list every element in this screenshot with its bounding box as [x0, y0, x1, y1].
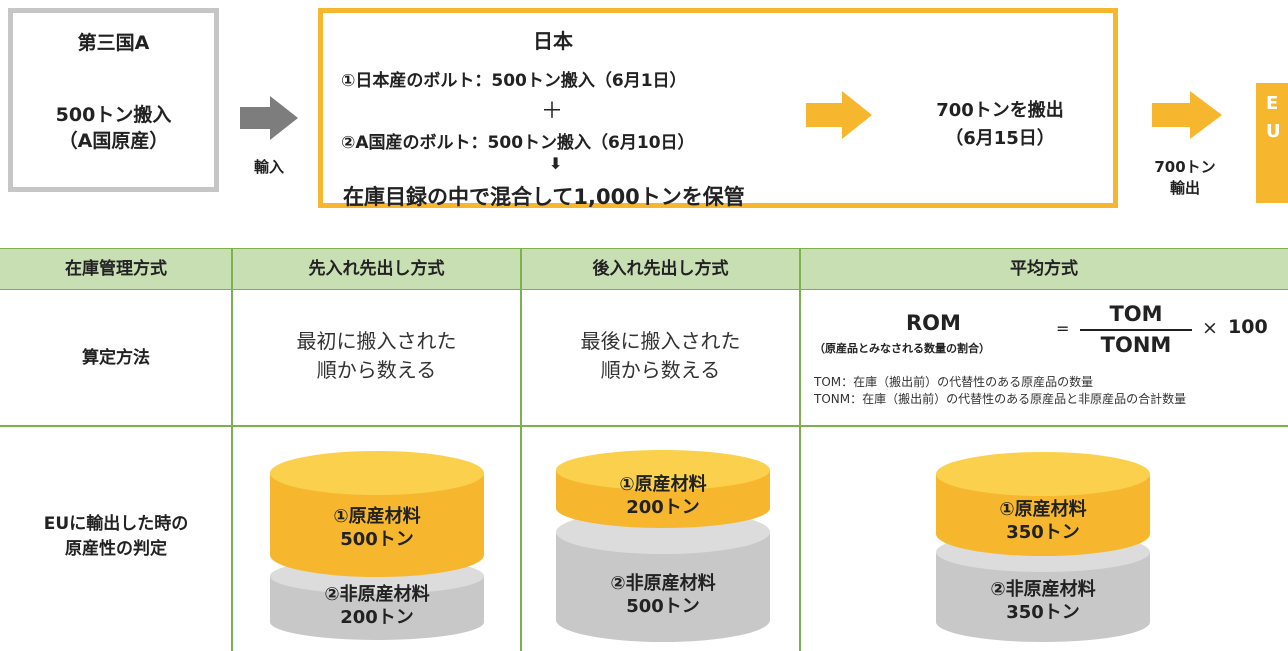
- average-originating-name: ①原産材料: [999, 499, 1087, 520]
- grid-line-col-3: [799, 248, 801, 651]
- eu-box: E U: [1256, 83, 1288, 203]
- grid-line-col-1: [231, 248, 233, 651]
- formula-note-tom: TOM：在庫（搬出前）の代替性のある原産品の数量: [814, 375, 1094, 389]
- japan-line-2: ②A国産のボルト：500トン搬入（6月10日）: [341, 133, 695, 153]
- third-country-box: 第三国A 500トン搬入 （A国原産）: [8, 8, 219, 192]
- header-average: 平均方式: [1010, 259, 1078, 279]
- lifo-originating-name: ①原産材料: [619, 474, 707, 495]
- import-arrow-icon: [240, 96, 298, 140]
- fifo-originating-amount: 500トン: [340, 529, 414, 551]
- japan-line-1: ①日本産のボルト：500トン搬入（6月1日）: [341, 71, 687, 91]
- formula-fraction-bar: [1080, 329, 1192, 331]
- export-arrow-icon: [1152, 91, 1222, 139]
- average-originating-cylinder: [936, 452, 1150, 556]
- lifo-non-originating-label: ②非原産材料 500トン: [556, 572, 770, 619]
- fifo-non-originating-label: ②非原産材料 200トン: [270, 583, 484, 630]
- fifo-method-line-1: 最初に搬入された: [296, 329, 457, 353]
- formula-rom: ROM: [906, 311, 961, 335]
- down-arrow-icon: ⬇: [549, 154, 563, 173]
- japan-title: 日本: [533, 29, 573, 53]
- row-label-result-line-2: 原産性の判定: [65, 538, 167, 559]
- formula-equals: =: [1056, 319, 1070, 338]
- eu-letter-u: U: [1266, 121, 1281, 142]
- japan-mixed-storage: 在庫目録の中で混合して1,000トンを保管: [343, 185, 745, 209]
- table-header-row: 在庫管理方式 先入れ先出し方式 後入れ先出し方式 平均方式: [0, 248, 1288, 290]
- japan-out-amount: 700トンを搬出: [936, 100, 1064, 121]
- plus-sign: ＋: [541, 99, 564, 124]
- header-fifo: 先入れ先出し方式: [308, 259, 445, 279]
- lifo-method-line-2: 順から数える: [600, 358, 721, 382]
- lifo-originating-label: ①原産材料 200トン: [556, 473, 770, 520]
- average-non-originating-label: ②非原産材料 350トン: [936, 578, 1150, 625]
- average-non-originating-amount: 350トン: [1006, 602, 1080, 624]
- fifo-method-line-2: 順から数える: [316, 358, 437, 382]
- fifo-method: 最初に搬入された 順から数える: [232, 327, 521, 385]
- average-originating-label: ①原産材料 350トン: [936, 498, 1150, 545]
- average-non-originating-name: ②非原産材料: [990, 579, 1096, 600]
- export-amount: 700トン: [1154, 158, 1216, 176]
- fifo-originating-name: ①原産材料: [333, 506, 421, 527]
- formula-times: ×: [1202, 317, 1218, 339]
- average-originating-amount: 350トン: [1006, 522, 1080, 544]
- formula-denominator: TONM: [1100, 333, 1172, 357]
- formula-rom-note: （原産品とみなされる数量の割合）: [814, 342, 990, 355]
- formula-multiplier: 100: [1228, 316, 1268, 338]
- fifo-non-originating-amount: 200トン: [340, 607, 414, 629]
- fifo-non-originating-name: ②非原産材料: [324, 584, 430, 605]
- lifo-method: 最後に搬入された 順から数える: [521, 327, 800, 385]
- japan-internal-arrow-icon: [806, 91, 872, 139]
- row-label-result-line-1: EUに輸出した時の: [43, 514, 189, 534]
- lifo-originating-cylinder: [556, 450, 770, 528]
- japan-out-date: （6月15日）: [945, 128, 1055, 149]
- lifo-non-originating-name: ②非原産材料: [610, 573, 716, 594]
- lifo-method-line-1: 最後に搬入された: [580, 329, 741, 353]
- grid-line-row-1: [0, 425, 1288, 427]
- row-label-calculation: 算定方法: [82, 348, 150, 368]
- fifo-originating-cylinder: [270, 451, 484, 577]
- japan-box: 日本 ①日本産のボルト：500トン搬入（6月1日） ＋ ②A国産のボルト：500…: [318, 8, 1118, 209]
- third-country-import-amount: 500トン搬入: [55, 104, 172, 126]
- third-country-origin: （A国原産）: [58, 130, 169, 152]
- import-label: 輸入: [253, 158, 284, 176]
- lifo-non-originating-amount: 500トン: [626, 596, 700, 618]
- header-lifo: 後入れ先出し方式: [592, 259, 729, 279]
- grid-line-col-2: [520, 248, 522, 651]
- formula-note-tonm: TONM：在庫（搬出前）の代替性のある原産品と非原産品の合計数量: [814, 392, 1187, 406]
- lifo-originating-amount: 200トン: [626, 497, 700, 519]
- export-label: 輸出: [1169, 179, 1200, 197]
- third-country-title: 第三国A: [77, 32, 150, 54]
- fifo-originating-label: ①原産材料 500トン: [270, 505, 484, 552]
- row-label-result: EUに輸出した時の 原産性の判定: [0, 512, 232, 561]
- formula-numerator: TOM: [1109, 302, 1163, 326]
- header-inventory-method: 在庫管理方式: [65, 259, 167, 279]
- eu-letter-e: E: [1266, 93, 1279, 114]
